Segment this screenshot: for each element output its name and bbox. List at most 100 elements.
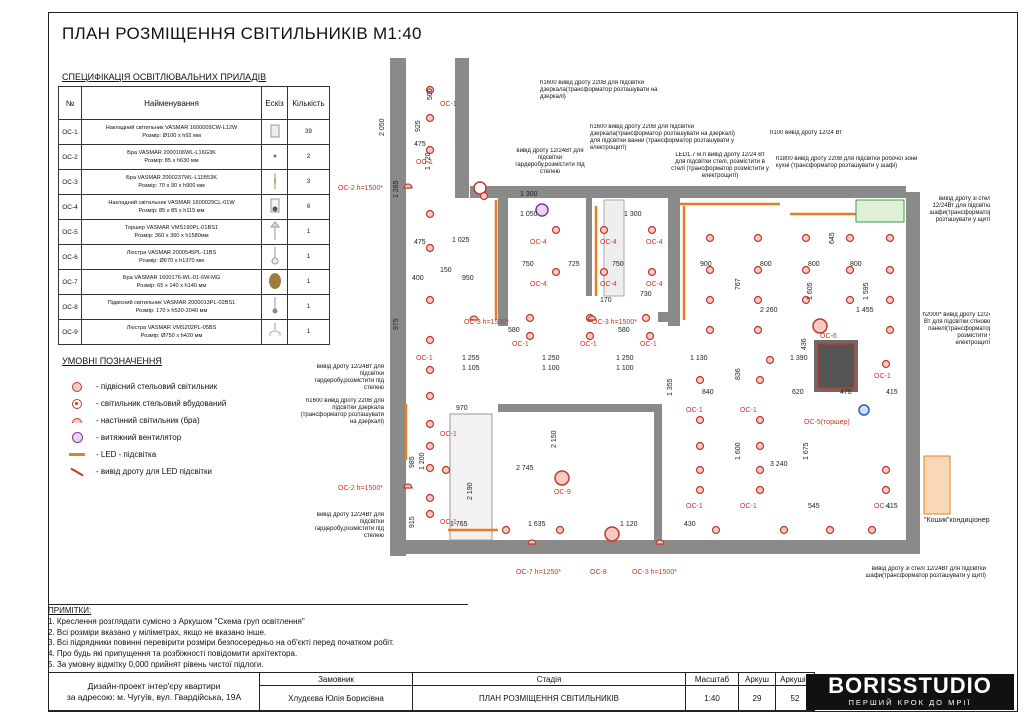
spec-name: Підвісний світильник VASMAR 2000013PL-02… (81, 294, 263, 320)
ceiling-light-icon (801, 265, 811, 275)
os1-label: ОС-1 (686, 503, 703, 510)
wiring-note: h2000* вивід дроту 12/24 Вт для підсвітк… (922, 312, 990, 346)
ceiling-light-icon (705, 233, 715, 243)
wiring-note: h100 вивід дроту 12/24 Вт (770, 130, 842, 136)
dimension: 1 300 (520, 191, 538, 198)
dimension: 2 150 (551, 430, 558, 448)
ceiling-light-icon (705, 295, 715, 305)
os3-label: ОС-3 h=1500* (464, 319, 509, 326)
wall-bath-right (668, 196, 680, 326)
wall-corridor-right (455, 58, 469, 198)
ceiling-light-icon (525, 313, 535, 323)
spec-name-text: Накладний світильник VASMAR 1600029CL-01… (108, 200, 235, 206)
wall-light-sketch-icon (268, 273, 281, 289)
spec-sketch (261, 194, 289, 220)
ceiling-light-icon (705, 325, 715, 335)
legend-item: - витяжний вентилятор (66, 429, 226, 446)
ceiling-light-icon (425, 391, 435, 401)
os1-label: ОС-1 (740, 503, 757, 510)
wall-sconce-icon (655, 539, 665, 545)
sheet-header: Аркуш (738, 672, 776, 686)
notes-divider (48, 604, 468, 605)
os1-label: ОС-1 (740, 407, 757, 414)
sconce-sketch-icon (273, 173, 276, 189)
floor-plan: ОС-2 h=1500* ОС-2 h=1500* ОС-3 h=1500* О… (301, 58, 990, 579)
surface-light-sketch-icon (270, 198, 280, 213)
spec-code: ОС-4 (57, 194, 83, 220)
ceiling-light-icon (755, 441, 765, 451)
legend-item: - вивід дроту для LED підсвітки (66, 463, 226, 480)
dimension: 150 (440, 267, 452, 274)
spec-code: ОС-7 (57, 269, 83, 295)
spec-title: СПЕЦИФІКАЦІЯ ОСВІТЛЮВАЛЬНИХ ПРИЛАДІВ (62, 72, 267, 82)
ceiling-light-icon (641, 313, 651, 323)
ceiling-light-icon (755, 485, 765, 495)
dimension: 2 745 (516, 465, 534, 472)
legend-title: УМОВНІ ПОЗНАЧЕННЯ (62, 356, 162, 366)
walls (390, 58, 920, 556)
floor-lamp-sketch-icon (269, 221, 280, 240)
ceiling-light-icon (551, 267, 561, 277)
dimension: 1 250 (542, 355, 560, 362)
lights (403, 85, 895, 545)
legend: - підвісний стельовий світильник - світи… (66, 378, 226, 480)
dimension: 1 605 (807, 282, 814, 300)
ceiling-light-icon (425, 335, 435, 345)
spec-qty: 39 (287, 119, 330, 145)
ceiling-light-icon (647, 225, 657, 235)
dimension: 750 (522, 261, 534, 268)
os8-label: ОС-8 (590, 569, 607, 576)
spec-sketch (261, 119, 289, 145)
ceiling-light-icon (885, 325, 895, 335)
ceiling-light-icon (801, 233, 811, 243)
spec-code: ОС-2 (57, 144, 83, 170)
dimension: 985 (409, 456, 416, 468)
title-block: Дизайн-проект інтер'єру квартири за адре… (48, 672, 815, 711)
dimension: 645 (829, 232, 836, 244)
ceiling-light-icon (753, 233, 763, 243)
wardrobe (449, 413, 493, 541)
spec-qty: 2 (287, 144, 330, 170)
stage-header: Стадія (412, 672, 686, 686)
os4-label: ОС-4 (646, 281, 663, 288)
dimension: 950 (462, 275, 474, 282)
ceiling-light-icon (695, 441, 705, 451)
dimension: 730 (640, 291, 652, 298)
note-item: 2. Всі розміри вказано у міліметрах, якщ… (48, 627, 267, 637)
dimension: 1 765 (450, 521, 468, 528)
studio-logo: BORISSTUDIO ПЕРШИЙ КРОК ДО МРІЇ (806, 674, 1014, 710)
dimension: 1 025 (452, 237, 470, 244)
ceiling-light-icon (441, 465, 451, 475)
dimension: 800 (760, 261, 772, 268)
spec-size-text: Розмір: 70 x 90 x h900 мм (138, 183, 205, 189)
spec-size-text: Розмір: 85 x h630 мм (144, 158, 199, 164)
note-item: 5. За умовну відмітку 0,000 прийнят ріве… (48, 659, 264, 669)
wiring-note: вивід дроту 12/24Вт для підсвітки гардер… (314, 512, 384, 539)
spec-code: ОС-9 (57, 319, 83, 345)
spec-name-text: Люстра VASMAR VMS202PL-05BS (126, 325, 217, 331)
dimension: 1 455 (856, 307, 874, 314)
ceiling-light-icon (551, 225, 561, 235)
note-item: 4. Про будь які припущення та розбіжност… (48, 649, 298, 659)
os1-label: ОС-1 (580, 341, 597, 348)
os4-label: ОС-4 (600, 239, 617, 246)
spec-size-text: Розмір: 85 x 85 x h115 мм (138, 208, 205, 214)
dimension: 1 130 (690, 355, 708, 362)
logo-name: BORISSTUDIO (828, 673, 992, 698)
dimension: 1 720 (425, 152, 432, 170)
legend-item: - настінний світильник (бра) (66, 412, 226, 429)
ceiling-light-icon (425, 441, 435, 451)
os4-label: ОС-4 (600, 281, 617, 288)
scale-header: Масштаб (685, 672, 739, 686)
ceiling-light-icon (525, 331, 535, 341)
recessed-ceiling-light-icon (72, 398, 82, 409)
dimension: 1 105 (462, 365, 480, 372)
ceiling-light-icon (599, 225, 609, 235)
wiring-note: LED1.7 м.п вивід дроту 12/24 Вт для підс… (671, 152, 769, 179)
